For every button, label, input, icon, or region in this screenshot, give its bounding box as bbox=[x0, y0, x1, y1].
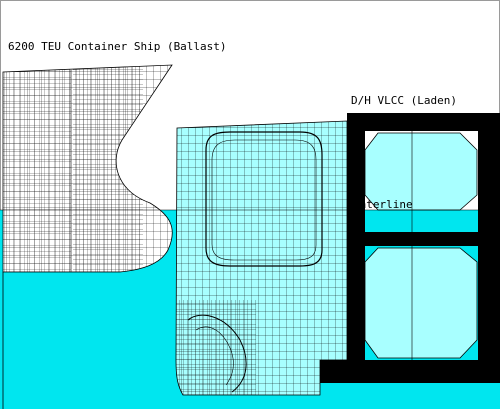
container-ship-label: 6200 TEU Container Ship (Ballast) bbox=[8, 40, 227, 53]
vlcc-label: D/H VLCC (Laden) bbox=[351, 94, 457, 107]
waterline-label: Waterline bbox=[353, 198, 413, 211]
container-ship-hull bbox=[2, 64, 173, 409]
vlcc-wing-tank-mesh bbox=[175, 120, 348, 396]
vlcc-structure bbox=[318, 113, 500, 383]
